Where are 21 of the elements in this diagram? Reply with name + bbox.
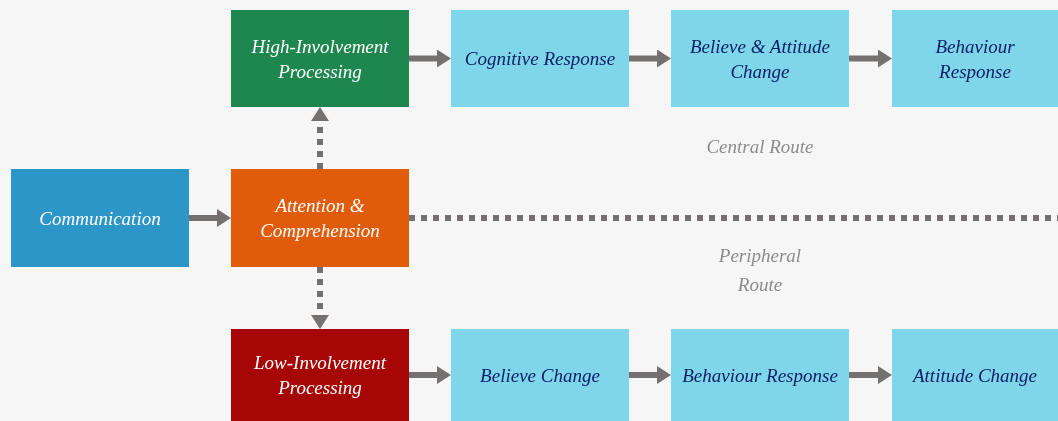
process-box: Attitude Change bbox=[892, 329, 1058, 421]
arrow bbox=[629, 366, 671, 384]
arrow bbox=[849, 366, 892, 384]
route-label: Central Route bbox=[705, 135, 815, 159]
dashed-arrow bbox=[311, 107, 329, 169]
route-label: Peripheral Route bbox=[717, 244, 803, 297]
process-box: Believe & Attitude Change bbox=[671, 10, 849, 107]
process-box: High-Involvement Processing bbox=[231, 10, 409, 107]
process-box: Low-Involvement Processing bbox=[231, 329, 409, 421]
process-box: Cognitive Response bbox=[451, 10, 629, 107]
process-box: Communication bbox=[11, 169, 189, 267]
arrow bbox=[629, 49, 671, 68]
arrow bbox=[189, 209, 231, 227]
arrow bbox=[409, 49, 451, 68]
process-box: Behaviour Response bbox=[671, 329, 849, 421]
arrow bbox=[849, 49, 892, 68]
process-box: Believe Change bbox=[451, 329, 629, 421]
arrow bbox=[409, 366, 451, 384]
process-box: Behaviour Response bbox=[892, 10, 1058, 107]
process-box: Attention & Comprehension bbox=[231, 169, 409, 267]
dashed-arrow bbox=[311, 267, 329, 329]
